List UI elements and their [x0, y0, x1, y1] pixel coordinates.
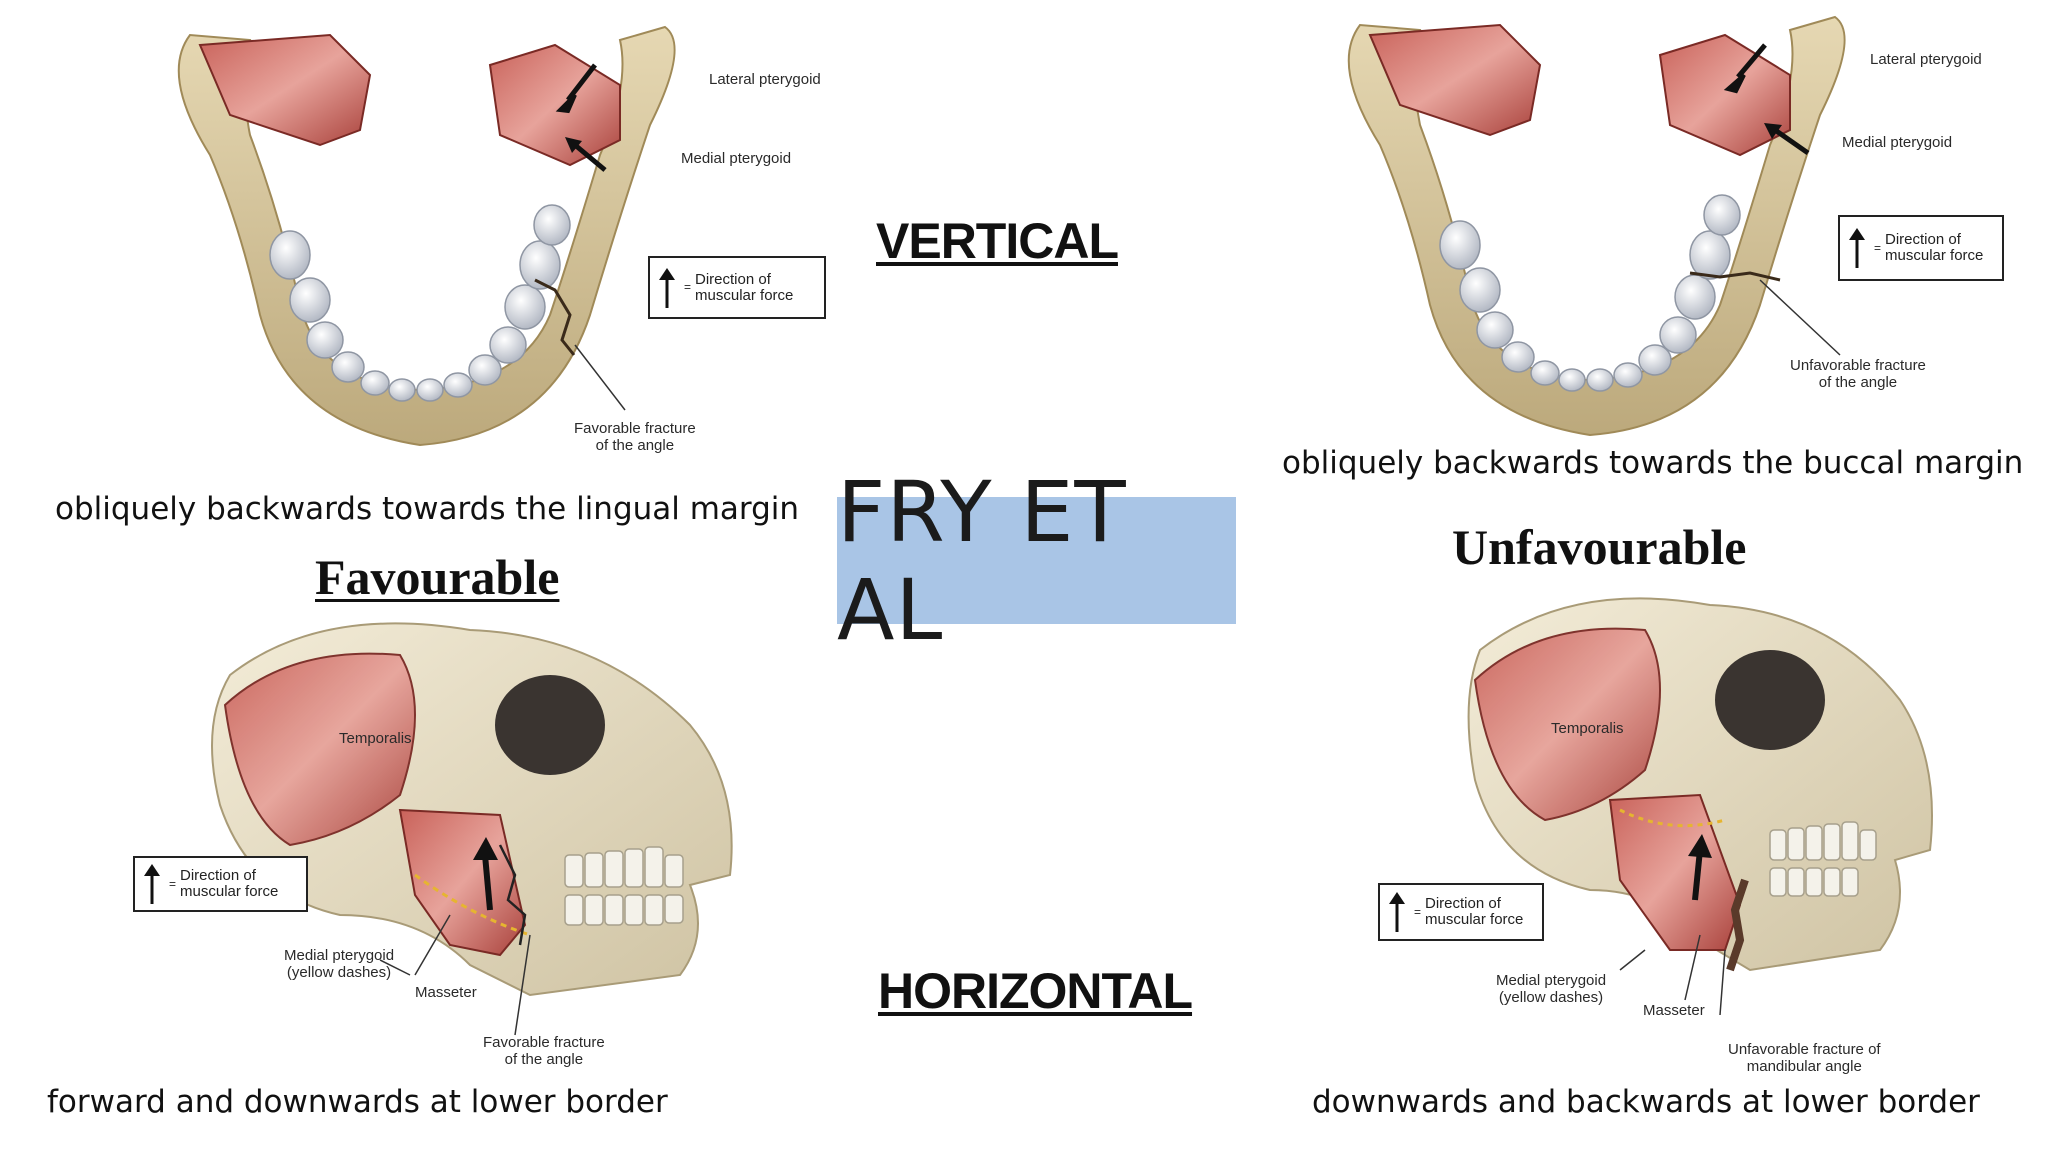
legend-line2: muscular force	[1425, 911, 1524, 928]
lateral-pterygoid-label: Lateral pterygoid	[709, 71, 821, 88]
mandible-favourable-figure	[150, 15, 710, 455]
medial-pterygoid-line2: (yellow dashes)	[1498, 988, 1604, 1006]
fracture-label-line1: Unfavorable fracture	[1790, 357, 1926, 374]
title-box: FRY ET AL	[837, 463, 1236, 659]
medial-pterygoid-label: Medial pterygoid (yellow dashes)	[284, 947, 395, 981]
fracture-label-line2: of the angle	[595, 436, 675, 454]
unfavourable-heading: Unfavourable	[1452, 519, 1747, 575]
fracture-label: Favorable fracture of the angle	[483, 1034, 605, 1068]
vertical-heading: VERTICAL	[876, 213, 1119, 269]
up-arrow-icon	[141, 862, 163, 906]
legend-line1: Direction of	[695, 270, 771, 288]
favourable-heading: Favourable	[315, 549, 560, 605]
fracture-label: Unfavorable fracture of mandibular angle	[1728, 1041, 1881, 1075]
fracture-label: Unfavorable fracture of the angle	[1790, 357, 1926, 391]
fracture-label-line1: Favorable fracture	[574, 420, 696, 437]
fracture-label-line2: of the angle	[1818, 373, 1898, 391]
fracture-label-line2: mandibular angle	[1746, 1057, 1862, 1075]
medial-pterygoid-line2: (yellow dashes)	[286, 963, 392, 981]
fracture-label-line1: Favorable fracture	[483, 1034, 605, 1051]
caption-top-left: obliquely backwards towards the lingual …	[55, 491, 800, 527]
temporalis-label: Temporalis	[1551, 720, 1624, 737]
caption-bottom-left: forward and downwards at lower border	[47, 1084, 668, 1120]
caption-top-right: obliquely backwards towards the buccal m…	[1282, 445, 2024, 481]
mandible-unfavourable-figure	[1320, 5, 1880, 445]
legend-line2: muscular force	[180, 883, 279, 900]
fracture-label-line2: of the angle	[504, 1050, 584, 1068]
up-arrow-icon	[1386, 890, 1408, 934]
caption-bottom-right: downwards and backwards at lower border	[1312, 1084, 1980, 1120]
medial-pterygoid-label: Medial pterygoid	[1842, 134, 1953, 151]
legend-equals: =	[684, 280, 692, 295]
up-arrow-icon	[1846, 226, 1868, 270]
medial-pterygoid-line1: Medial pterygoid	[284, 947, 395, 964]
legend-line2: muscular force	[1885, 247, 1984, 264]
masseter-label: Masseter	[415, 984, 477, 1001]
fracture-label: Favorable fracture of the angle	[574, 420, 696, 454]
masseter-label: Masseter	[1643, 1002, 1705, 1019]
lateral-pterygoid-label: Lateral pterygoid	[1870, 51, 1982, 68]
fracture-label-line1: Unfavorable fracture of	[1728, 1041, 1881, 1058]
medial-pterygoid-label: Medial pterygoid (yellow dashes)	[1496, 972, 1607, 1006]
legend-line2: muscular force	[695, 286, 794, 304]
legend-line1: Direction of	[1885, 231, 1961, 249]
skull-favourable-figure	[170, 615, 760, 1055]
up-arrow-icon	[656, 266, 678, 310]
horizontal-heading: HORIZONTAL	[878, 963, 1193, 1019]
legend-equals: =	[169, 876, 177, 891]
skull-unfavourable-figure	[1450, 590, 1950, 1030]
medial-pterygoid-line1: Medial pterygoid	[1496, 972, 1607, 989]
medial-pterygoid-label: Medial pterygoid	[681, 150, 792, 167]
legend-line1: Direction of	[1425, 895, 1501, 913]
legend-line1: Direction of	[180, 867, 256, 885]
page-title: FRY ET AL	[837, 462, 1127, 659]
legend-equals: =	[1874, 240, 1882, 255]
legend-equals: =	[1414, 904, 1422, 919]
temporalis-label: Temporalis	[339, 730, 412, 747]
